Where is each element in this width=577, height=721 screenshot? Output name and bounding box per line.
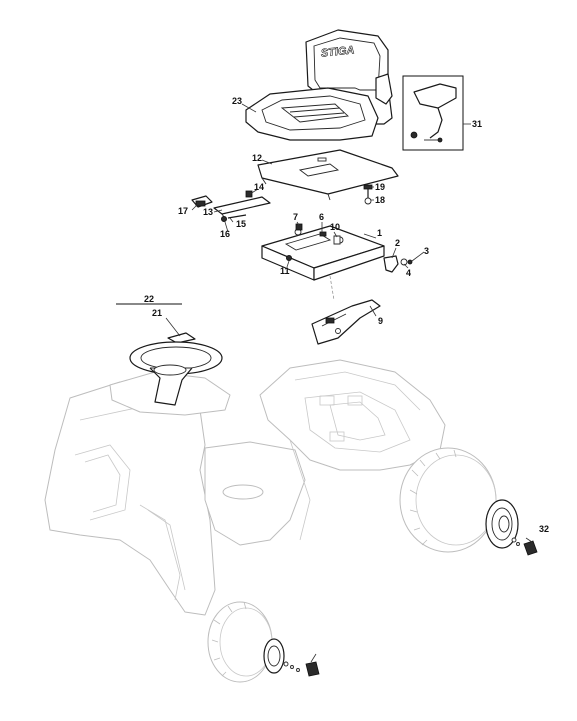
callout-10: 10 [330, 222, 340, 232]
callout-21: 22 [144, 294, 154, 304]
callout-6: 6 [319, 212, 324, 222]
callout-7: 7 [293, 212, 298, 222]
seat-part-22: STIGA [245, 29, 393, 141]
callout-3: 3 [424, 246, 429, 256]
seat-brand-logo: STIGA [320, 44, 355, 59]
callout-31: 32 [539, 524, 549, 534]
callout-20: 21 [152, 308, 162, 318]
callout-22: 23 [232, 96, 242, 106]
callout-12: 12 [252, 153, 262, 163]
callout-13: 13 [203, 207, 213, 217]
seat-pan-part-12 [257, 149, 399, 201]
callout-23: 31 [472, 119, 482, 129]
callout-15: 15 [236, 219, 246, 229]
seat-lever-part-9 [311, 299, 381, 345]
callout-2: 2 [395, 238, 400, 248]
callout-1: 1 [377, 228, 382, 238]
side-bracket-parts [383, 255, 413, 273]
callout-16: 16 [220, 229, 230, 239]
callout-4: 4 [406, 268, 411, 278]
callout-9: 9 [378, 316, 383, 326]
front-wheel-part-32 [207, 601, 320, 683]
steering-wheel-part-21 [116, 303, 223, 406]
callout-14: 14 [254, 182, 264, 192]
leader-lines [165, 103, 533, 663]
armrest-inset-23 [402, 75, 471, 151]
callout-11: 11 [280, 266, 290, 276]
callout-labels: 23 31 12 14 19 18 17 13 15 16 7 6 10 1 2… [144, 96, 549, 534]
callout-17: 17 [178, 206, 188, 216]
rear-wheel-part-31 [399, 447, 538, 556]
callout-18: 18 [375, 195, 385, 205]
callout-19: 19 [375, 182, 385, 192]
slide-rail-parts [191, 184, 373, 222]
tractor-body-ghost [44, 359, 446, 616]
